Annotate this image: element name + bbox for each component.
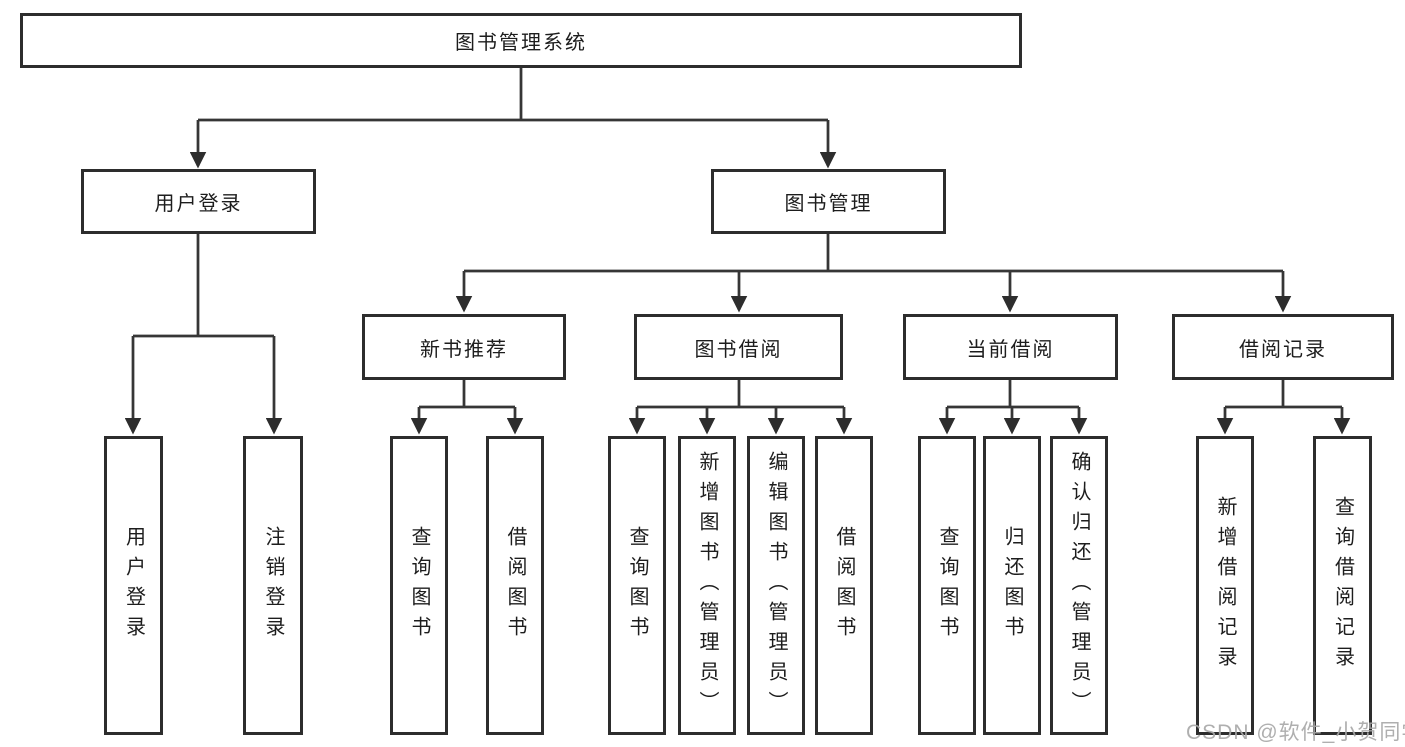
leaf-return-book: 归还图书 (983, 436, 1041, 735)
node-library-system: 图书管理系统 (20, 13, 1022, 68)
leaf-label: 新增图书（管理员） (696, 450, 718, 721)
leaf-label: 查询借阅记录 (1331, 495, 1354, 676)
leaf-label: 借阅图书 (833, 525, 855, 646)
node-label: 新书推荐 (420, 338, 508, 361)
leaf-label: 确认归还（管理员） (1068, 450, 1090, 721)
node-label: 借阅记录 (1239, 338, 1327, 361)
leaf-borrow-book-recommend: 借阅图书 (486, 436, 544, 735)
node-label: 当前借阅 (966, 338, 1055, 361)
leaf-add-book-admin: 新增图书（管理员） (678, 436, 736, 735)
leaf-label: 编辑图书（管理员） (765, 450, 787, 721)
leaf-label: 注销登录 (262, 525, 284, 646)
node-label: 用户登录 (154, 193, 243, 215)
node-book-management: 图书管理 (711, 169, 946, 234)
node-new-book-recommend: 新书推荐 (362, 314, 566, 380)
leaf-query-book-current: 查询图书 (918, 436, 976, 735)
leaf-label: 查询图书 (626, 525, 648, 646)
node-label: 图书借阅 (694, 338, 783, 361)
leaf-query-book-borrow: 查询图书 (608, 436, 666, 735)
watermark: CSDN @软件_小贺同学 (1186, 721, 1405, 744)
leaf-borrow-book: 借阅图书 (815, 436, 873, 735)
node-label: 图书管理 (784, 193, 873, 215)
leaf-edit-book-admin: 编辑图书（管理员） (747, 436, 805, 735)
leaf-label: 用户登录 (122, 525, 145, 646)
leaf-query-borrow-record: 查询借阅记录 (1313, 436, 1372, 735)
leaf-label: 新增借阅记录 (1214, 495, 1236, 676)
leaf-query-book-recommend: 查询图书 (390, 436, 448, 735)
leaf-logout: 注销登录 (243, 436, 303, 735)
leaf-confirm-return-admin: 确认归还（管理员） (1050, 436, 1108, 735)
leaf-label: 借阅图书 (504, 525, 526, 646)
leaf-add-borrow-record: 新增借阅记录 (1196, 436, 1254, 735)
node-label: 图书管理系统 (455, 32, 587, 54)
leaf-user-login: 用户登录 (104, 436, 163, 735)
leaf-label: 归还图书 (1001, 525, 1023, 646)
node-book-borrowing: 图书借阅 (634, 314, 843, 380)
node-user-login: 用户登录 (81, 169, 316, 234)
node-borrowing-records: 借阅记录 (1172, 314, 1394, 380)
leaf-label: 查询图书 (408, 525, 430, 646)
leaf-label: 查询图书 (936, 525, 958, 646)
node-current-borrowing: 当前借阅 (903, 314, 1118, 380)
